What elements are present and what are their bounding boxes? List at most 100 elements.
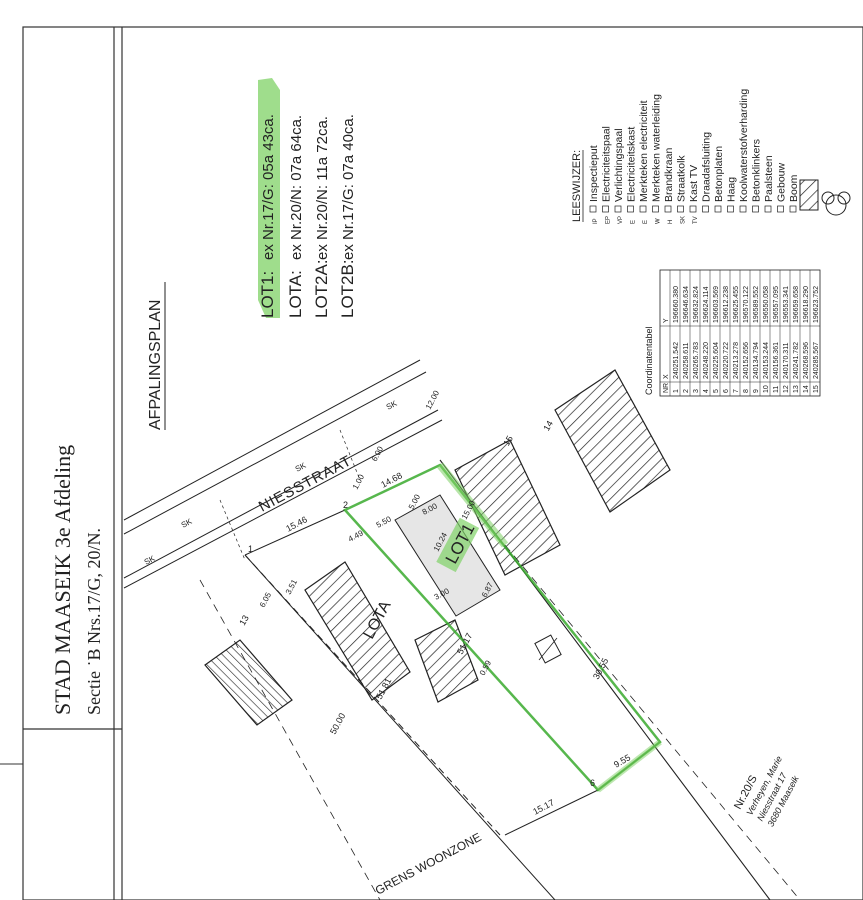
legend-label: Verlichtingspaal [613,128,625,202]
coord-table-cell: 240251.542 [673,342,680,379]
coord-table-cell: 240134.794 [753,342,760,379]
legend-label: Draadafsluiting [701,132,713,202]
legend-symbol-icon [689,205,697,213]
point-numbers: 1 2 6 13 14 15 [237,419,595,788]
legend-label: Koolwaterstofverharding [738,89,750,202]
page-frame [0,26,863,900]
coord-table-cell: 240248.220 [703,342,710,379]
coord-table-cell: 15 [813,385,820,393]
legend-label: Betonplaten [713,146,725,202]
coord-table-cell: 1 [673,389,680,393]
legend-label: Electriciteitspaal [601,126,613,202]
svg-text:15: 15 [501,434,515,448]
legend-label: Kast TV [688,165,700,202]
coord-table-cell: 2 [683,389,690,393]
coord-table-cell: 240268.596 [803,342,810,379]
building-lota-annex [414,619,479,703]
legend-item: IP Inspectieput [588,145,600,224]
legend-code: EP [606,216,612,224]
legend-code: VP [618,216,624,224]
legend-code: E [643,220,649,224]
legend-symbol-icon [789,205,797,213]
legend-symbol-icon [614,205,622,213]
building-14 [554,369,671,513]
svg-text:SK: SK [385,398,399,411]
legend-symbol-icon [677,205,684,213]
coord-table-cell: 240213.278 [733,342,740,379]
legend-item: Koolwaterstofverharding [738,89,750,213]
coord-table-cell: 240220.722 [723,342,730,379]
lot1-highlight [258,78,280,318]
legend-title: LEESWIJZER: [571,150,583,222]
coord-table-cell: 196632.824 [693,286,700,323]
coord-table-cell: 240265.783 [693,342,700,379]
svg-text:15.17: 15.17 [531,797,556,816]
coord-table-cell: 4 [703,389,710,393]
svg-text:3.51: 3.51 [284,577,300,595]
legend-symbol-icon [702,205,709,213]
coord-table-cell: 240152.656 [743,342,750,379]
coord-table-cell: 196618.290 [803,286,810,323]
coord-table-header: X [663,374,670,379]
coord-table-cell: 196570.122 [743,286,750,323]
legend-symbol-icon [777,205,784,213]
owner-block: Nr.20/S Verheyen, Marie Niesstraat 17 36… [732,754,801,828]
svg-text:AFPALINGSPLAN: AFPALINGSPLAN [147,300,164,430]
svg-text:1.00: 1.00 [351,472,367,490]
shed [534,634,562,664]
legend-label: Gebouw [776,162,788,202]
coord-table-cell: 240258.611 [683,342,690,379]
coord-table-cell: 196660.380 [673,286,680,323]
svg-text:6.00: 6.00 [370,444,386,462]
lot2b-label: LOT2B: [338,259,357,318]
legend-symbol-icon [714,205,722,213]
legend-item: Boom [788,174,800,213]
svg-text:6: 6 [590,778,595,788]
coord-table-cell: 196589.552 [753,286,760,323]
legend-symbol-icon [739,205,747,213]
legend-label: Betonklinkers [751,139,763,202]
svg-text:12.00: 12.00 [424,389,442,411]
street-name: NIESSTRAAT [256,452,355,515]
coord-table-cell: 240225.604 [713,342,720,379]
legend-item: VP Verlichtingspaal [613,128,625,224]
lot2b-text: ex Nr.17/G: 07a 40ca. [340,114,357,260]
coord-table-cell: 196659.658 [793,286,800,323]
legend-code: IP [593,218,599,224]
coord-table-cell: 196553.341 [783,286,790,323]
coord-table-cell: 10 [763,385,770,393]
coord-table-cell: 240170.311 [783,342,790,379]
title-line2: Sectie ˙B Nrs.17/G, 20/N. [84,528,104,715]
legend-symbol-icon [764,205,772,213]
legend-symbol-icon [639,205,647,213]
svg-text:SK: SK [180,516,194,529]
building-15 [454,439,561,576]
legend-symbol-icon [652,205,659,213]
svg-text:50.00: 50.00 [328,711,347,736]
coord-table-cell: 240285.567 [813,342,820,379]
coord-table-cell: 9 [753,389,760,393]
coord-table-cell: 5 [713,389,720,393]
legend-code: W [656,218,662,224]
legend-symbol-icon [727,205,734,213]
coord-table-header: NR [663,383,670,393]
legend-symbol-icon [664,205,672,213]
legend-symbol-icon [589,205,597,213]
plan-title: AFPALINGSPLAN [147,282,166,430]
svg-text:SK: SK [143,553,157,566]
parcel-lines [199,459,801,900]
legend-label: Inspectieput [588,145,600,202]
lot1-label: LOT1: [258,271,277,318]
legend-symbols [799,179,851,216]
legend-code: E [631,220,637,224]
buildings [204,369,671,726]
legend-symbol-icon [602,205,609,213]
legend-symbol-icon [627,205,634,213]
svg-text:2: 2 [343,500,348,510]
legend-label: Straatkolk [676,155,688,202]
legend-item: EP Electriciteitspaal [601,126,613,224]
